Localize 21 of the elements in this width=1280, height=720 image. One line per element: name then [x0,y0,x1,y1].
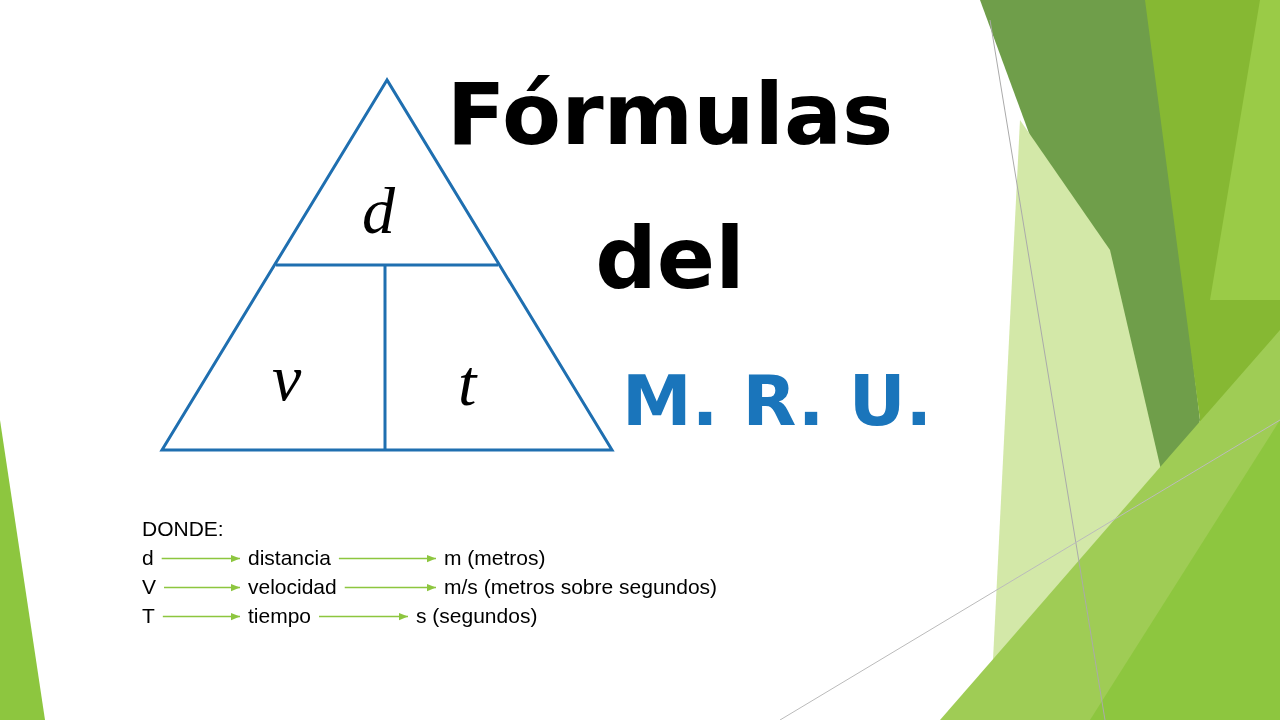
arrow [163,584,241,592]
term-text: V [142,574,156,600]
arrow [160,555,241,563]
term-text: velocidad [248,574,337,600]
arrow [338,555,437,563]
arrow [162,613,241,621]
term-text: T [142,603,155,629]
term-text: d [142,545,154,571]
variable-label: v [272,345,302,411]
variable-label: t [458,350,477,416]
term-text: m (metros) [444,545,546,571]
term-text: distancia [248,545,331,571]
arrow [318,613,409,621]
term-text: s (segundos) [416,603,538,629]
variable-label: d [362,178,395,244]
subtitle: M. R. U. [622,360,933,442]
heading-label: DONDE: [142,517,224,541]
term-text: tiempo [248,603,312,629]
term-text: m/s (metros sobre segundos) [444,574,718,600]
arrow [344,584,437,592]
title: Fórmulas del [445,63,895,311]
